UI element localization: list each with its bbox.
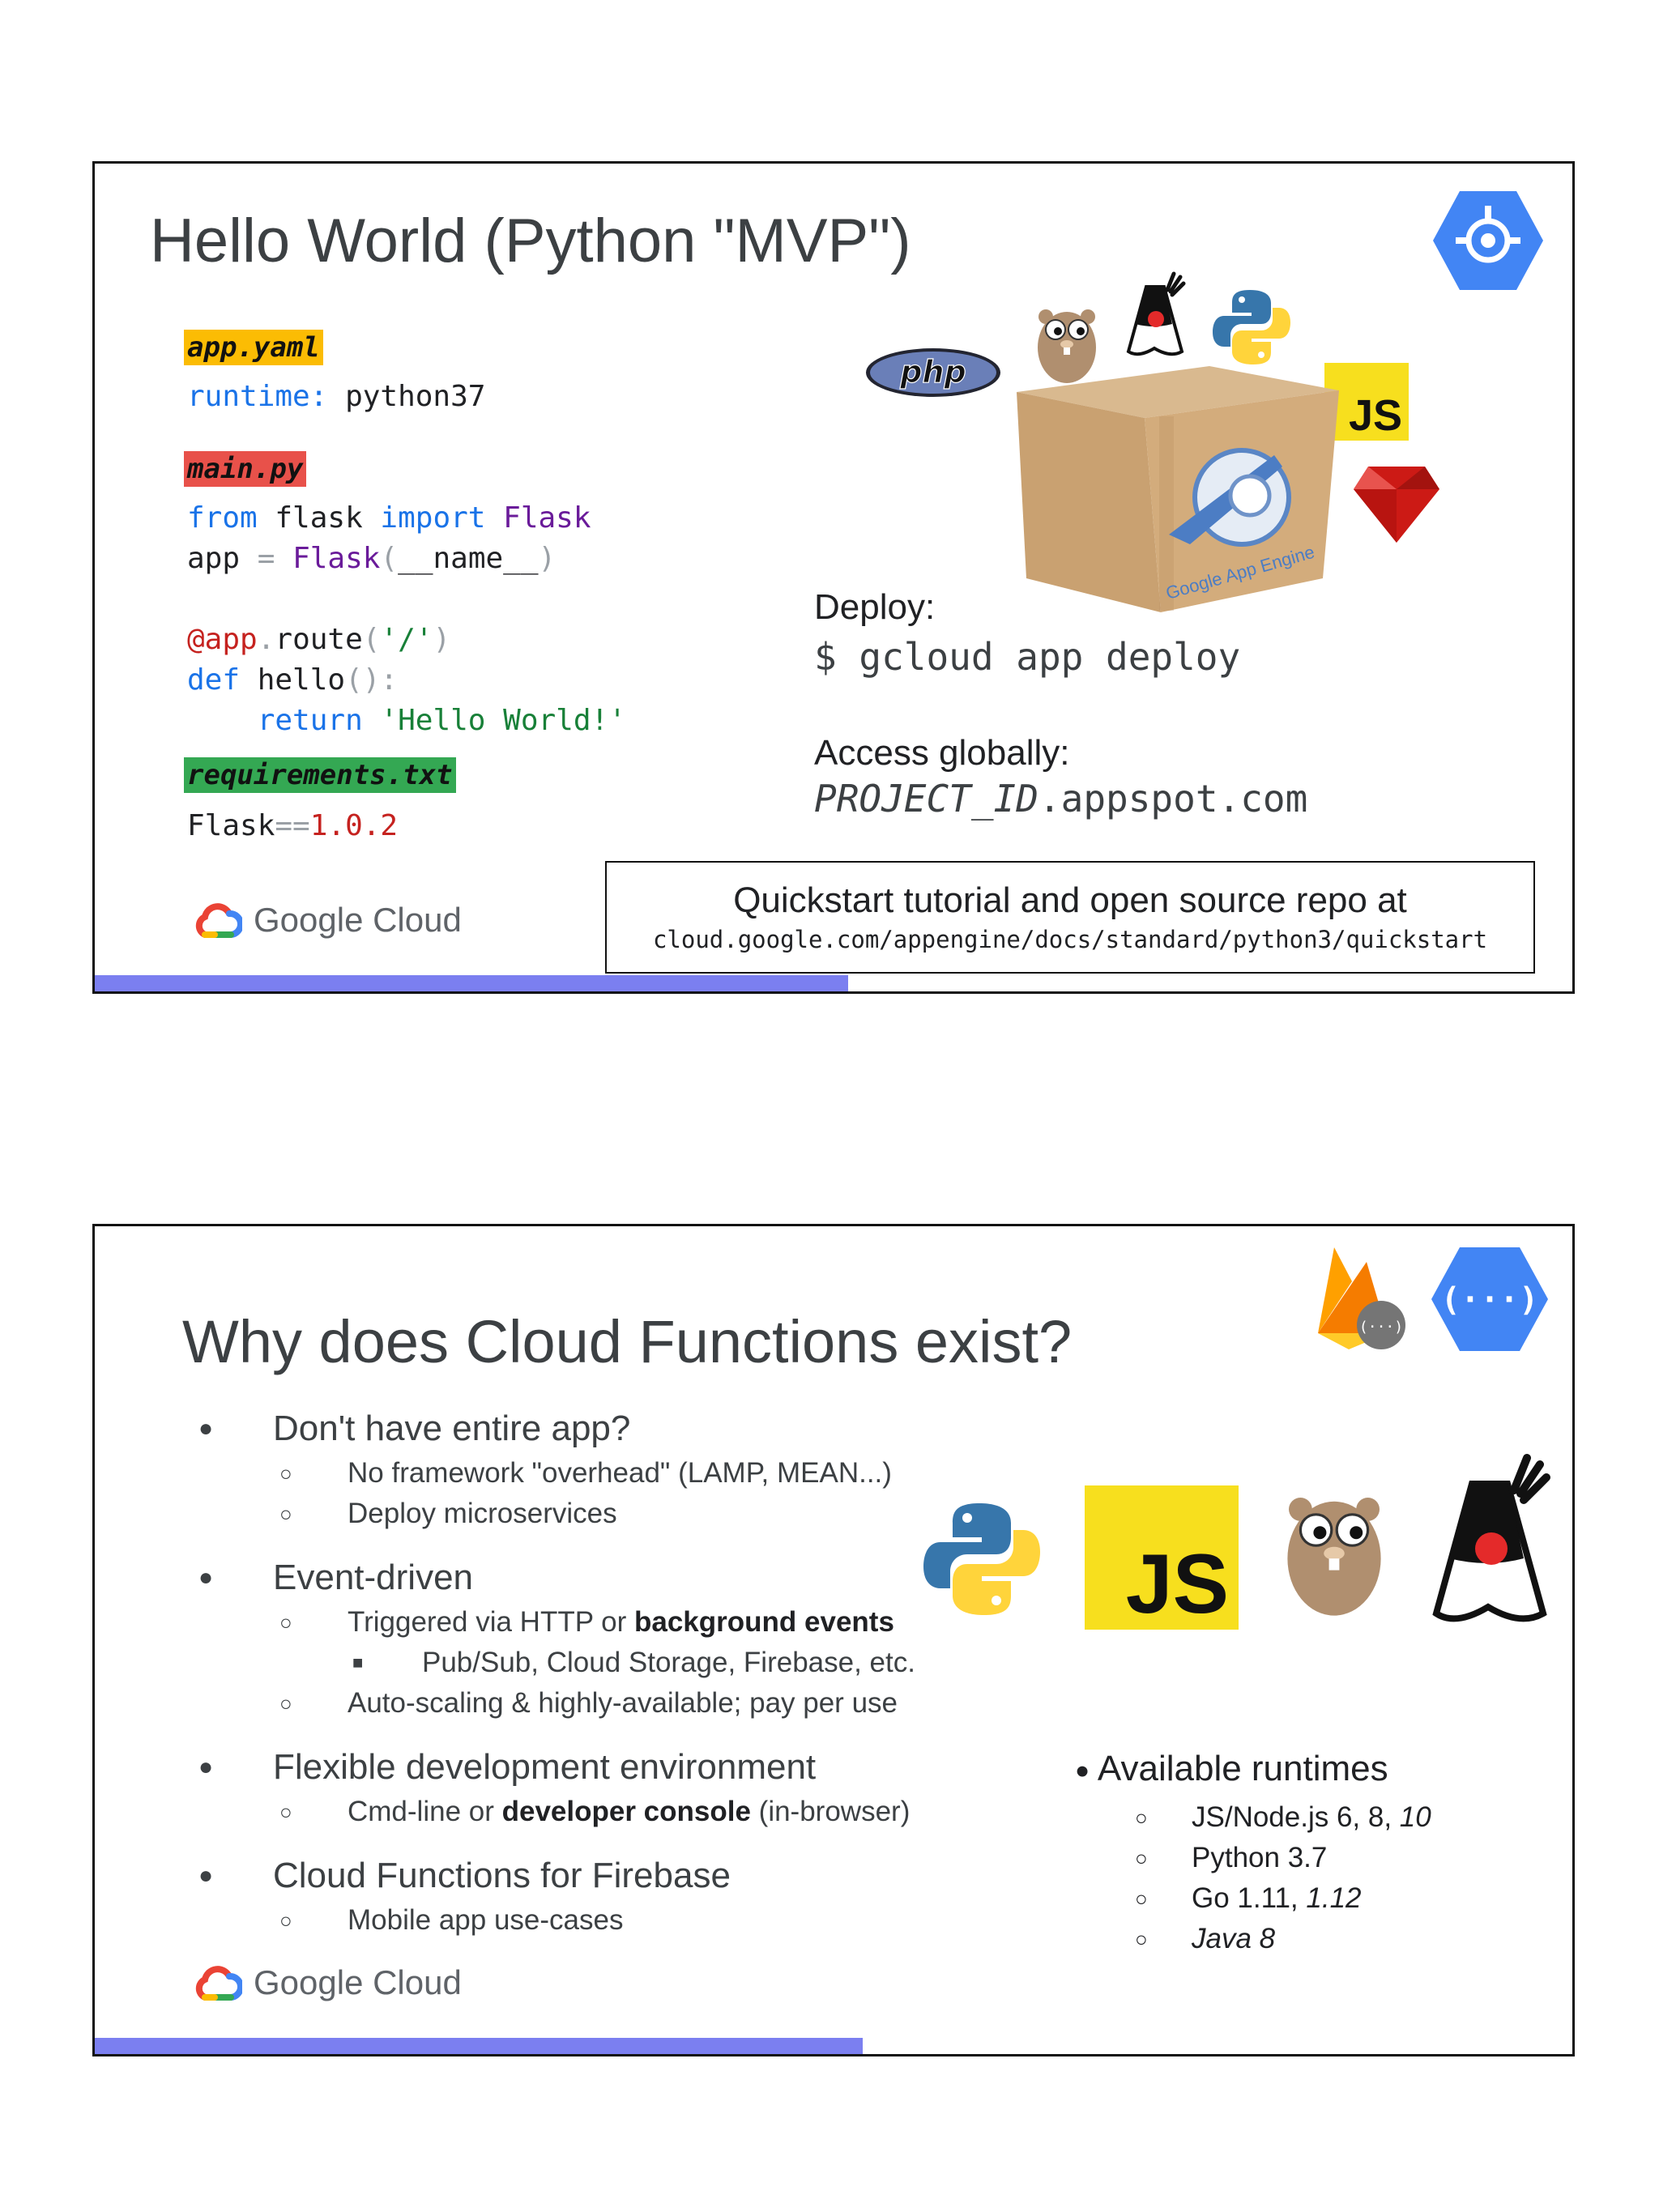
app-engine-box-image: Google App Engine — [1017, 366, 1339, 612]
bullet-item: Deploy microservices — [198, 1494, 915, 1534]
runtimes-list: JS/Node.js 6, 8, 10Python 3.7Go 1.11, 1.… — [1075, 1797, 1431, 1959]
bullet-list: Don't have entire app?No framework "over… — [198, 1404, 915, 1941]
bullet-item: Pub/Sub, Cloud Storage, Firebase, etc. — [198, 1643, 915, 1683]
runtime-item: JS/Node.js 6, 8, 10 — [1075, 1797, 1431, 1838]
firebase-functions-icon: (···) — [1318, 1247, 1405, 1349]
runtime-item: Java 8 — [1075, 1919, 1431, 1959]
runtime-item: Python 3.7 — [1075, 1838, 1431, 1878]
code-line: Flask==1.0.2 — [187, 809, 399, 842]
google-cloud-text: Google Cloud — [254, 901, 462, 939]
bullet-item: Mobile app use-cases — [198, 1900, 915, 1941]
main-py-label: main.py — [184, 451, 307, 487]
app-yaml-code: runtime: python37 — [187, 377, 485, 417]
runtimes-heading: ● Available runtimes — [1075, 1749, 1388, 1789]
python-icon — [923, 1503, 1040, 1615]
google-cloud-brand: Google Cloud — [194, 901, 462, 940]
appspot-domain: .appspot.com — [1038, 777, 1308, 820]
deploy-command: $ gcloud app deploy — [814, 635, 1241, 679]
google-cloud-text: Google Cloud — [254, 1963, 462, 2001]
bullet-item: Triggered via HTTP or background events — [198, 1602, 915, 1643]
runtimes-title: Available runtimes — [1097, 1749, 1388, 1788]
project-id-placeholder: PROJECT_ID — [814, 777, 1038, 820]
code-line: def hello(): — [187, 663, 399, 697]
bullet-spacer — [198, 1724, 915, 1743]
cloud-functions-icon: (···) — [1431, 1247, 1548, 1351]
js-logo: JS — [1324, 363, 1409, 441]
go-gopher-icon — [1038, 309, 1096, 383]
bullet-item: No framework "overhead" (LAMP, MEAN...) — [198, 1453, 915, 1494]
bullet-dot-icon: ● — [1075, 1757, 1090, 1784]
code-line: from flask import Flask — [187, 501, 591, 535]
svg-text:php: php — [899, 354, 966, 390]
code-line: return 'Hello World!' — [257, 704, 626, 737]
access-label: Access globally: — [814, 733, 1070, 773]
quickstart-title: Quickstart tutorial and open source repo… — [733, 880, 1407, 920]
bullet-spacer — [198, 1832, 915, 1852]
progress-bar — [95, 975, 849, 991]
quickstart-url[interactable]: cloud.google.com/appengine/docs/standard… — [652, 926, 1488, 953]
google-cloud-brand: Google Cloud — [194, 1963, 462, 2002]
main-py-code: from flask import Flask app = Flask(__nam… — [187, 498, 626, 741]
requirements-code: Flask==1.0.2 — [187, 806, 398, 846]
code-line: app = Flask(__name__) — [187, 542, 557, 575]
go-gopher-icon — [1287, 1498, 1381, 1616]
progress-bar — [95, 2038, 864, 2054]
svg-text:(···): (···) — [1359, 1319, 1403, 1336]
google-cloud-icon — [195, 903, 242, 938]
google-cloud-icon — [195, 1966, 242, 2001]
bullet-item: Event-driven — [198, 1554, 915, 1602]
slide-title: Hello World (Python "MVP") — [150, 207, 911, 275]
app-engine-icon — [1433, 191, 1543, 290]
runtime-item: Go 1.11, 1.12 — [1075, 1878, 1431, 1919]
bullet-spacer — [198, 1534, 915, 1554]
bullet-item: Cmd-line or developer console (in-browse… — [198, 1792, 915, 1832]
java-duke-icon — [1432, 1454, 1550, 1622]
java-duke-icon — [1126, 271, 1186, 356]
access-url: PROJECT_ID.appspot.com — [814, 777, 1307, 820]
slide-cloud-functions: Why does Cloud Functions exist? (···) (·… — [92, 1224, 1575, 2056]
bullet-item: Auto-scaling & highly-available; pay per… — [198, 1683, 915, 1724]
svg-text:(···): (···) — [1441, 1281, 1538, 1319]
slide-title: Why does Cloud Functions exist? — [182, 1308, 1073, 1375]
bullet-item: Cloud Functions for Firebase — [198, 1852, 915, 1900]
code-line: @app.route('/') — [187, 623, 451, 656]
requirements-label: requirements.txt — [184, 757, 456, 793]
quickstart-box: Quickstart tutorial and open source repo… — [605, 861, 1535, 974]
code-line — [187, 579, 626, 620]
php-logo: php — [866, 348, 1000, 397]
deploy-label: Deploy: — [814, 587, 936, 627]
slide-app-engine: Hello World (Python "MVP") app.yaml runt… — [92, 161, 1575, 994]
js-logo: JS — [1085, 1485, 1239, 1631]
python-icon — [1213, 290, 1290, 364]
bullet-item: Don't have entire app? — [198, 1404, 915, 1453]
bullet-item: Flexible development environment — [198, 1743, 915, 1792]
code-line: runtime: python37 — [187, 380, 486, 413]
ruby-icon — [1354, 467, 1439, 543]
app-yaml-label: app.yaml — [184, 330, 323, 365]
